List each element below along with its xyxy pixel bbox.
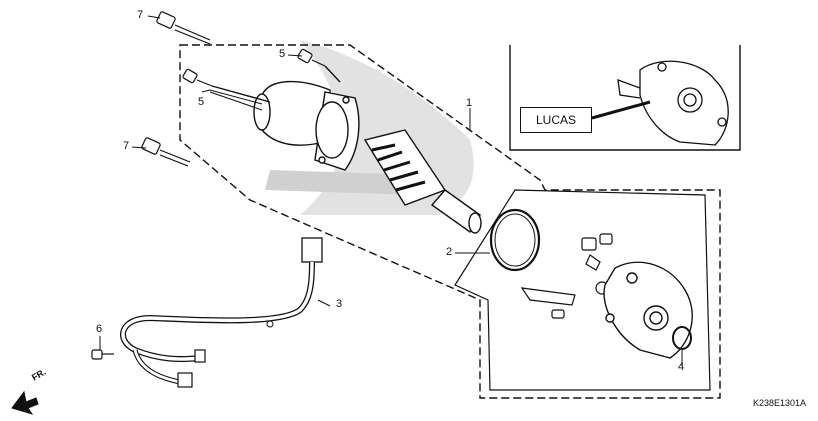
bolt-5-left: [182, 68, 213, 87]
callout-2: 2: [446, 246, 453, 258]
lucas-inset-frame: [509, 45, 741, 151]
cover-assembly-outline: [454, 189, 711, 391]
o-ring-small: [672, 326, 692, 350]
callout-7-top: 7: [137, 9, 144, 21]
armature: [363, 129, 482, 234]
diagram-code: K238E1301A: [752, 398, 806, 408]
lucas-label: LUCAS: [535, 113, 576, 127]
bolt-5-top: [297, 48, 326, 67]
callout-1: 1: [466, 97, 473, 109]
bolt-7-mid: [141, 137, 191, 167]
o-ring-large: [489, 208, 541, 272]
end-cover: [603, 261, 693, 359]
starter-cable: [120, 237, 323, 388]
starter-motor-housing: [211, 65, 360, 171]
bolt-6: [91, 349, 114, 360]
brush-parts: [520, 233, 613, 319]
callout-5-top: 5: [279, 48, 286, 60]
callout-5-left: 5: [198, 96, 205, 108]
callout-7-mid: 7: [123, 140, 130, 152]
inset-cover-drawing: [591, 60, 729, 146]
starter-assembly-outline: [179, 44, 721, 399]
callout-4: 4: [678, 361, 685, 373]
callout-6: 6: [96, 323, 103, 335]
callout-3: 3: [336, 298, 343, 310]
leader-lines: [99, 15, 683, 366]
lucas-label-box: LUCAS: [520, 107, 592, 133]
forward-arrow-icon: [11, 390, 39, 415]
bolt-7-top: [156, 11, 211, 45]
